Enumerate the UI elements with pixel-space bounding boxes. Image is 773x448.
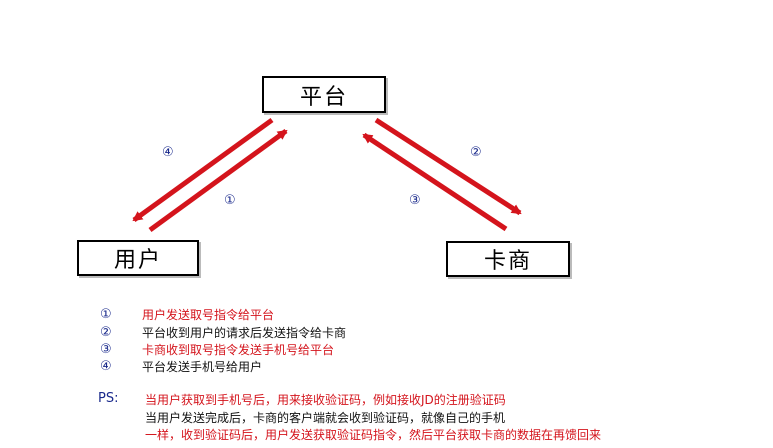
legend-text: 平台发送手机号给用户 [142,360,263,374]
step-3-label: ③ [409,193,421,208]
ps-line: 当用户发送完成后，卡商的客户端就会收到验证码，就像自己的手机 [145,411,506,425]
legend-number: ④ [100,359,112,374]
legend-text: 用户发送取号指令给平台 [142,308,275,322]
arrow-merchant-to-platform [362,132,508,232]
user-node: 用户 [77,240,199,276]
platform-node: 平台 [262,76,386,113]
legend-number: ③ [100,342,112,357]
merchant-node: 卡商 [446,241,570,277]
arrow-platform-to-merchant [374,117,522,216]
step-1-label: ① [224,193,236,208]
legend-number: ② [100,325,112,340]
ps-label: PS: [98,391,119,406]
arrow-platform-to-user [132,117,274,223]
step-2-label: ② [470,145,482,160]
legend-text: 卡商收到取号指令发送手机号给平台 [142,343,335,357]
legend-number: ① [100,307,112,322]
step-4-label: ④ [162,145,174,160]
legend-text: 平台收到用户的请求后发送指令给卡商 [142,326,347,340]
arrow-user-to-platform [148,128,288,233]
ps-line: 当用户获取到手机号后，用来接收验证码，例如接收JD的注册验证码 [145,393,506,407]
ps-line: 一样，收到验证码后，用户发送获取验证码指令，然后平台获取卡商的数据在再馈回来 [145,428,602,442]
